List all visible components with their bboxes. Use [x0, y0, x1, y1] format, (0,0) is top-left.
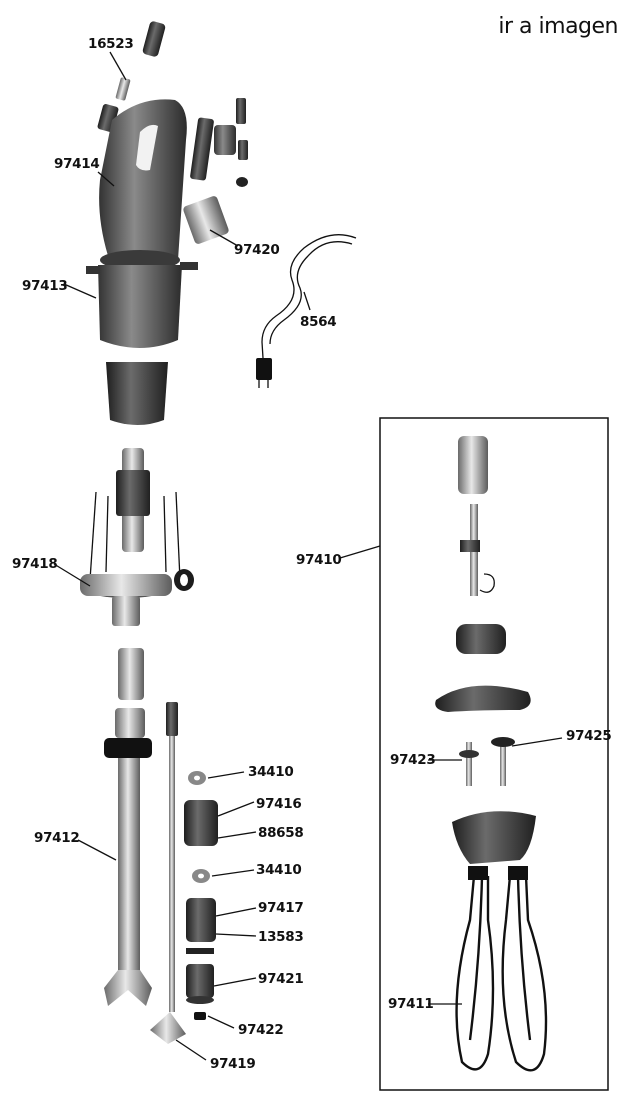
part-label[interactable]: 97413 [22, 278, 68, 294]
drive-rod-part [166, 702, 178, 1012]
part-label[interactable]: 97418 [12, 556, 58, 572]
power-cord-part [256, 234, 357, 388]
part-label[interactable]: 16523 [88, 36, 134, 52]
part-label[interactable]: 97419 [210, 1056, 256, 1072]
part-label[interactable]: 34410 [256, 862, 302, 878]
part-label[interactable]: 97423 [390, 752, 436, 768]
switch-assembly-part [183, 98, 248, 244]
ir-a-imagen-link[interactable]: ir a imagen [498, 14, 618, 39]
rotor-base-part [80, 448, 194, 626]
part-label[interactable]: 97422 [238, 1022, 284, 1038]
part-label[interactable]: 97421 [258, 971, 304, 987]
part-label[interactable]: 97417 [258, 900, 304, 916]
part-label[interactable]: 97425 [566, 728, 612, 744]
part-label[interactable]: 97412 [34, 830, 80, 846]
part-label[interactable]: 97411 [388, 996, 434, 1012]
part-label[interactable]: 97416 [256, 796, 302, 812]
part-label[interactable]: 13583 [258, 929, 304, 945]
part-label[interactable]: 97410 [296, 552, 342, 568]
whisk-kit-parts [435, 436, 548, 1072]
washers-and-bushings-part [150, 771, 218, 1044]
coupling-part [118, 648, 144, 700]
motor-housing-part [86, 262, 198, 348]
motor-stator-part [106, 362, 168, 425]
part-label[interactable]: 97420 [234, 242, 280, 258]
shaft-tube-part [104, 708, 152, 1006]
part-label[interactable]: 34410 [248, 764, 294, 780]
part-label[interactable]: 8564 [300, 314, 337, 330]
callout-lines [53, 51, 563, 1061]
switch-cap-part [97, 21, 166, 132]
part-labels: 16523 97414 97420 97413 8564 97418 97410… [12, 36, 612, 1072]
part-label[interactable]: 88658 [258, 825, 304, 841]
part-label[interactable]: 97414 [54, 156, 100, 172]
whisk-kit-frame [379, 417, 609, 1091]
